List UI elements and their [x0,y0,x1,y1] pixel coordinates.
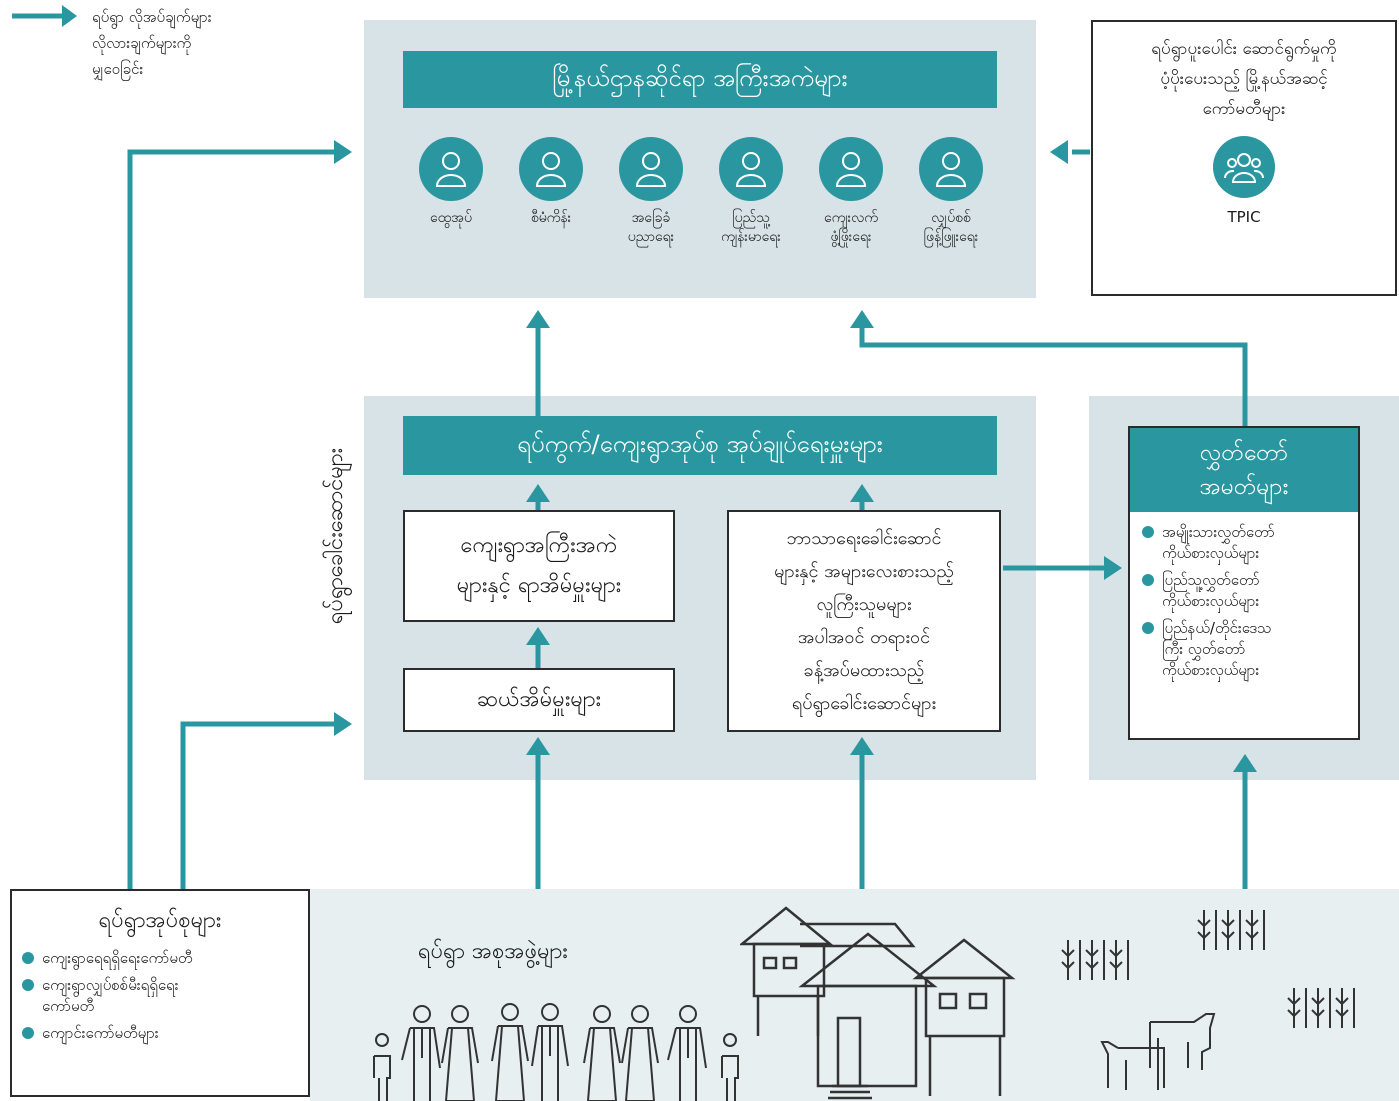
cattle-icon [1100,1013,1216,1090]
role-rural-development: ကျေးလက် ဖွံ့ဖြိုးရေး [803,137,899,247]
mp-box: လွှတ်တော် အမတ်များ အမျိုးသားလွှတ်တော် ကိ… [1128,426,1360,740]
bullet-icon [22,952,34,964]
person-icon [919,137,983,201]
role-basic-education: အခြေခံ ပညာရေး [603,137,699,247]
community-groups-title: ရပ်ရွာအုပ်စုများ [98,908,222,933]
bullet-icon [1142,526,1154,538]
township-title: မြို့နယ်ဌာနဆိုင်ရာ အကြီးအကဲများ [403,51,997,108]
bullet-icon [22,1027,34,1039]
role-label: ကျေးလက် ဖွံ့ဖြိုးရေး [824,210,878,245]
mp-title: လွှတ်တော် အမတ်များ [1130,428,1358,512]
role-label: ထွေအုပ် [430,210,472,226]
person-icon [519,137,583,201]
bullet-icon [1142,574,1154,586]
group-icon [1213,136,1275,198]
role-planning: စီမံကိန်း [503,137,599,228]
role-label: လျှပ်စစ် ဖြန့်ဖြူးရေး [923,210,979,245]
tpic-label: TPIC [1227,208,1261,226]
group-item: ကျေးရွာလျှပ်စစ်မီးရရှိရေး ကော်မတီ [22,975,300,1017]
community-groups-box: ရပ်ရွာအုပ်စုများ ကျေးရွာရေရရှိရေးကော်မတီ… [10,889,310,1097]
people-illustration [373,1003,739,1101]
mp-item: ပြည်နယ်/တိုင်းဒေသ ကြီး လွှတ်တော် ကိုယ်စာ… [1142,618,1348,681]
role-public-health: ပြည်သူ့ ကျန်းမာရေး [703,137,799,247]
role-electricity: လျှပ်စစ် ဖြန့်ဖြူးရေး [903,137,999,247]
person-icon [719,137,783,201]
tpic-box: ရပ်ရွာပူးပေါင်း ဆောင်ရွက်မှုကို ပံ့ပိုးပ… [1091,20,1397,296]
community-panel-label: ရပ်ရွာ အစုအဖွဲ့များ [418,939,568,964]
religious-leaders-box: ဘာသာရေးခေါင်းဆောင် များနှင့် အများလေးစား… [727,510,1001,732]
group-item: ကျေးရွာရေရရှိရေးကော်မတီ [22,948,300,969]
role-label: အခြေခံ ပညာရေး [627,210,675,245]
mp-item: ပြည်သူ့လွှတ်တော် ကိုယ်စားလှယ်များ [1142,570,1348,612]
legend-label: ရပ်ရွာ လိုအပ်ချက်များ လိုလားချက်များကို … [92,8,212,78]
role-label: စီမံကိန်း [530,210,572,226]
houses-illustration [740,906,1016,1100]
leaders-title: ရပ်ကွက်/ကျေးရွာအုပ်စု အုပ်ချုပ်ရေးမှူးမျ… [403,416,997,475]
role-general-admin: ထွေအုပ် [403,137,499,228]
person-icon [819,137,883,201]
wheat-icon [1287,988,1355,1028]
mp-item: အမျိုးသားလွှတ်တော် ကိုယ်စားလှယ်များ [1142,522,1348,564]
bullet-icon [1142,622,1154,634]
group-item: ကျောင်းကော်မတီများ [22,1023,300,1044]
wheat-icon [1061,940,1129,980]
leaders-vertical-label: ရပ်ရွာခေါင်းဆောင်များ [323,447,348,625]
wheat-icon [1197,910,1265,950]
ten-household-box: ဆယ်အိမ်မှူးများ [403,668,675,732]
bullet-icon [22,979,34,991]
person-icon [419,137,483,201]
role-label: ပြည်သူ့ ကျန်းမာရေး [721,210,781,245]
village-elders-box: ကျေးရွာအကြီးအကဲ များနှင့် ရာအိမ်မှူးများ [403,510,675,622]
farm-illustration [1061,910,1355,1090]
tpic-title: ရပ်ရွာပူးပေါင်း ဆောင်ရွက်မှုကို ပံ့ပိုးပ… [1151,39,1337,119]
person-icon [619,137,683,201]
